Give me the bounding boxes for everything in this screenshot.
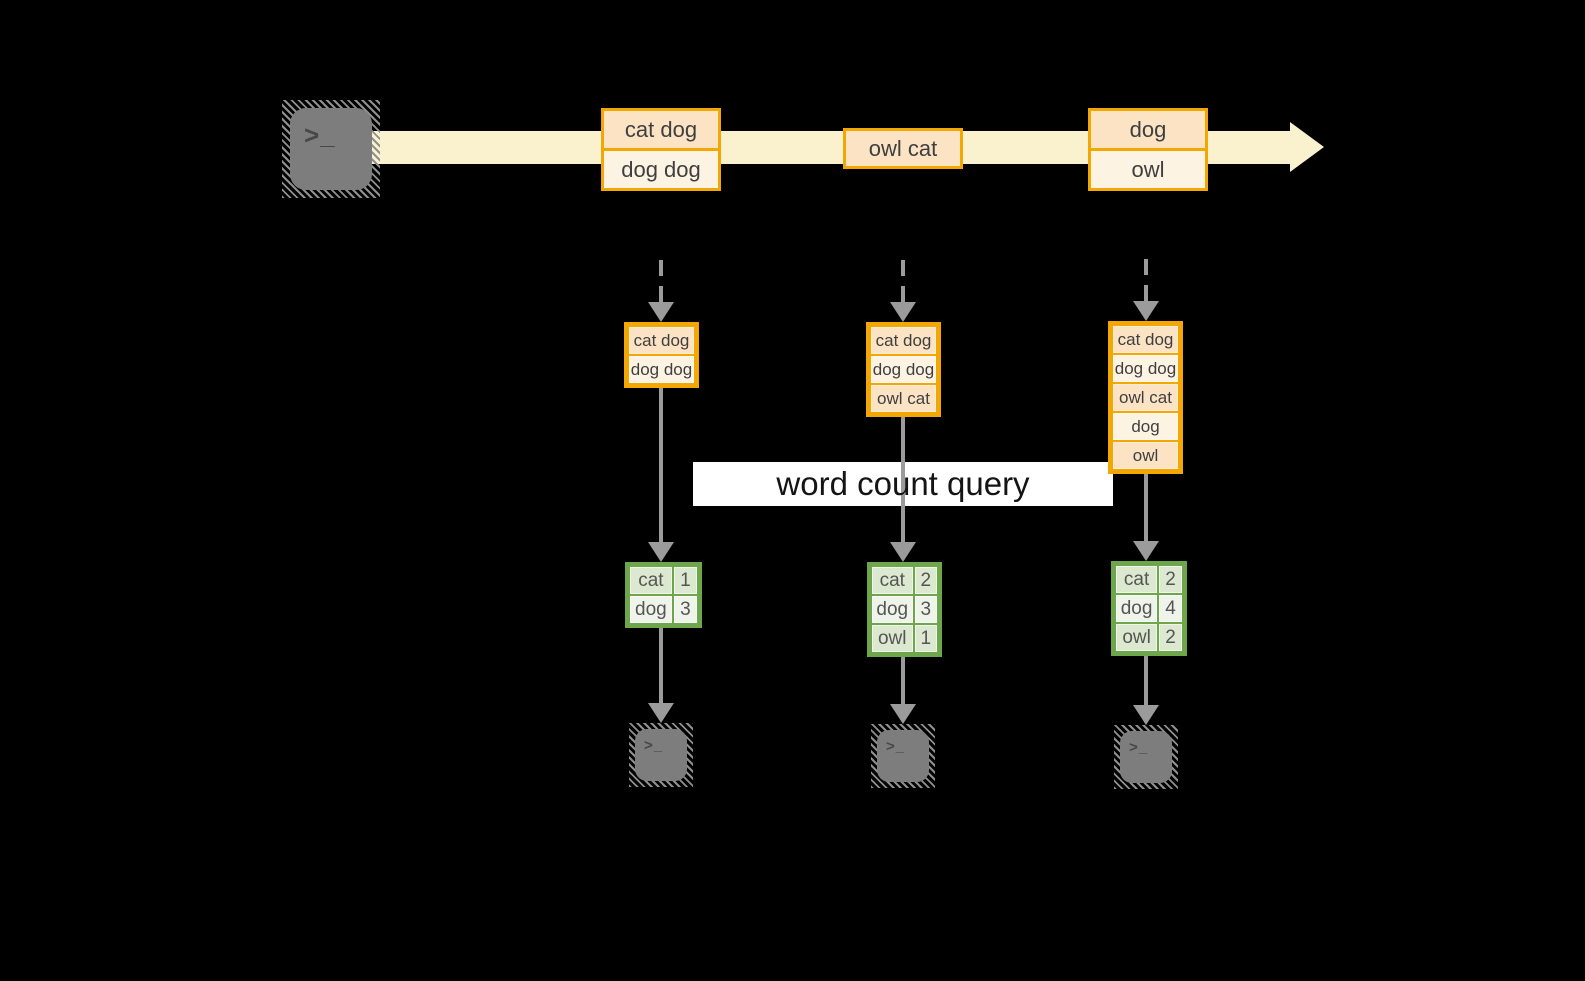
stream-batch-3: dog owl: [1088, 108, 1208, 191]
buffer-line: dog dog: [871, 356, 936, 383]
dashed-arrow-line-1: [659, 260, 663, 302]
buffer-stack-3: cat dog dog dog owl cat dog owl: [1108, 321, 1183, 474]
output-arrow-line-3: [1144, 656, 1148, 705]
query-arrow-line-1: [659, 388, 663, 542]
terminal-screen: >_: [877, 730, 929, 782]
buffer-stack-1: cat dog dog dog: [624, 322, 699, 388]
batch-line: cat dog: [604, 111, 718, 148]
count-value-cell: 3: [673, 596, 697, 623]
count-value-cell: 1: [914, 625, 937, 652]
dashed-arrowhead-1: [648, 302, 674, 322]
count-table-1: cat 1 dog 3: [625, 562, 702, 628]
terminal-screen: >_: [635, 729, 687, 781]
count-value-cell: 3: [914, 596, 937, 623]
output-arrow-line-2: [901, 657, 905, 704]
buffer-stack-2: cat dog dog dog owl cat: [866, 322, 941, 417]
buffer-line: owl cat: [871, 385, 936, 412]
count-table-3: cat 2 dog 4 owl 2: [1111, 561, 1187, 656]
stream-batch-2: owl cat: [843, 128, 963, 169]
query-label: word count query: [776, 465, 1030, 502]
shell-prompt-icon: >_: [886, 738, 906, 755]
batch-line: owl: [1091, 148, 1205, 188]
terminal-screen: >_: [290, 108, 372, 190]
stream-arrowhead-icon: [1290, 122, 1324, 172]
batch-line: dog dog: [604, 148, 718, 188]
count-word-cell: dog: [1116, 595, 1158, 622]
dashed-arrowhead-3: [1133, 301, 1159, 321]
batch-line: owl cat: [846, 131, 960, 166]
buffer-line: cat dog: [871, 327, 936, 354]
count-word-cell: owl: [872, 625, 913, 652]
output-arrowhead-1: [648, 703, 674, 723]
query-arrowhead-2: [890, 542, 916, 562]
output-arrowhead-3: [1133, 705, 1159, 725]
buffer-line: dog dog: [629, 356, 694, 383]
stream-batch-1: cat dog dog dog: [601, 108, 721, 191]
count-word-cell: cat: [1116, 566, 1158, 593]
buffer-line: dog dog: [1113, 355, 1178, 382]
count-word-cell: cat: [872, 567, 913, 594]
count-value-cell: 2: [914, 567, 937, 594]
count-value-cell: 2: [1159, 624, 1182, 651]
shell-prompt-icon: >_: [304, 120, 336, 150]
dashed-arrow-line-3: [1144, 259, 1148, 301]
count-word-cell: dog: [630, 596, 672, 623]
dashed-arrowhead-2: [890, 302, 916, 322]
buffer-line: cat dog: [1113, 326, 1178, 353]
shell-prompt-icon: >_: [644, 737, 664, 754]
count-value-cell: 4: [1159, 595, 1182, 622]
buffer-line: owl: [1113, 442, 1178, 469]
output-arrow-line-1: [659, 628, 663, 703]
shell-prompt-icon: >_: [1129, 739, 1149, 756]
count-value-cell: 1: [673, 567, 697, 594]
buffer-line: owl cat: [1113, 384, 1178, 411]
output-terminal-icon-1: >_: [629, 723, 693, 787]
count-word-cell: dog: [872, 596, 913, 623]
count-table-2: cat 2 dog 3 owl 1: [867, 562, 942, 657]
query-arrowhead-3: [1133, 541, 1159, 561]
output-terminal-icon-2: >_: [871, 724, 935, 788]
terminal-screen: >_: [1120, 731, 1172, 783]
source-terminal-icon: >_: [282, 100, 380, 198]
batch-line: dog: [1091, 111, 1205, 148]
query-arrow-line-3: [1144, 474, 1148, 541]
output-arrowhead-2: [890, 704, 916, 724]
query-arrowhead-1: [648, 542, 674, 562]
query-arrow-line-2: [901, 417, 905, 542]
dashed-arrow-line-2: [901, 260, 905, 302]
output-terminal-icon-3: >_: [1114, 725, 1178, 789]
count-value-cell: 2: [1159, 566, 1182, 593]
count-word-cell: owl: [1116, 624, 1158, 651]
buffer-line: dog: [1113, 413, 1178, 440]
count-word-cell: cat: [630, 567, 672, 594]
buffer-line: cat dog: [629, 327, 694, 354]
